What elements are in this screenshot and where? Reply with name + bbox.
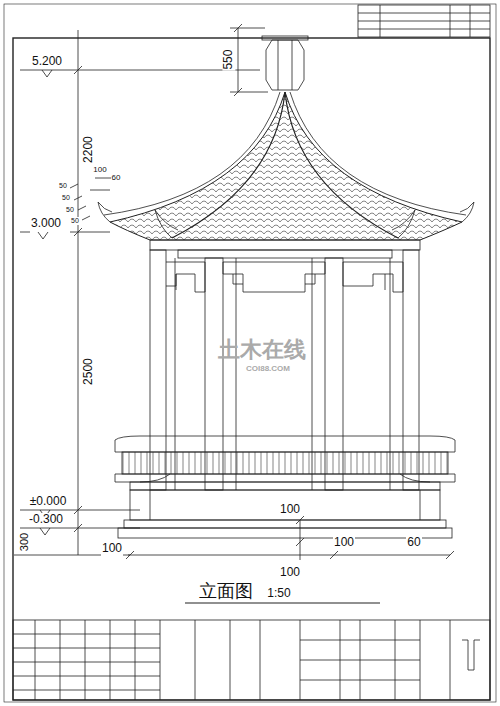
dimension: 50 — [61, 194, 71, 202]
dimension: 100 — [333, 536, 355, 549]
dimension: 60 — [406, 536, 421, 549]
drawing-title: 立面图 — [198, 582, 254, 602]
elevation-mark: -0.300 — [28, 513, 64, 526]
dimension: 100 — [279, 566, 301, 579]
dimension: 100 — [101, 542, 123, 555]
watermark: 土木在线 — [217, 338, 307, 362]
scale-note: 1:50 — [266, 587, 291, 600]
dimension: 300 — [18, 532, 30, 552]
elevation-mark: ±0.000 — [29, 495, 68, 508]
elevation-mark: 5.200 — [31, 55, 63, 68]
dimension: 50 — [58, 182, 68, 190]
dimension: 50 — [70, 217, 80, 225]
dimension: 100 — [279, 503, 301, 516]
dimension: 550 — [222, 49, 235, 71]
dimension: 2200 — [81, 136, 94, 165]
elevation-mark: 3.000 — [30, 217, 62, 230]
watermark: COI88.COM — [245, 365, 291, 374]
dimension: 50 — [65, 206, 75, 214]
dimension: 2500 — [81, 358, 94, 387]
dimension: 100 — [92, 166, 107, 175]
dimension: 60 — [111, 174, 122, 183]
